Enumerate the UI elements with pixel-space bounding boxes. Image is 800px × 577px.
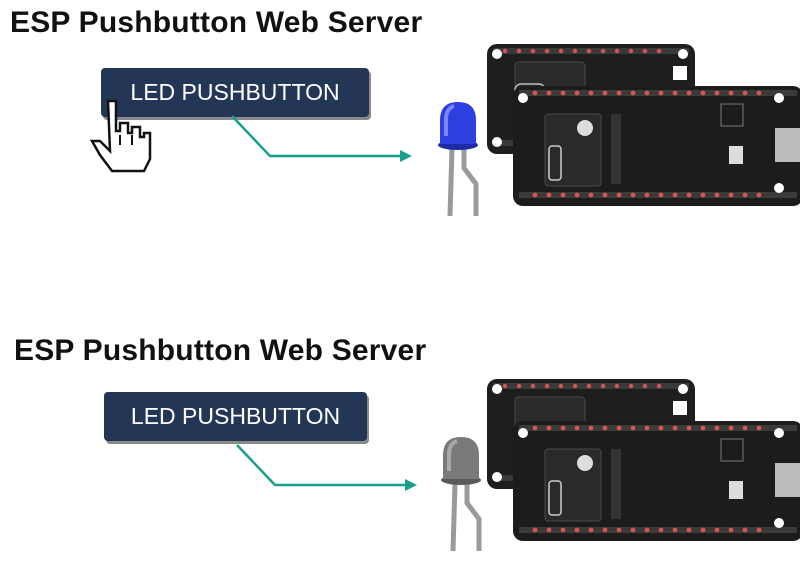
led-on-icon — [438, 102, 479, 217]
signal-arrow — [231, 115, 412, 162]
page-title: ESP Pushbutton Web Server — [14, 334, 427, 367]
esp32-board-icon — [487, 44, 800, 206]
panel-led-off: ESP Pushbutton Web Server LED PUSHBUTTON — [0, 279, 800, 558]
led-pushbutton[interactable]: LED PUSHBUTTON — [101, 68, 369, 117]
hand-pointer-icon — [89, 99, 152, 173]
page-title: ESP Pushbutton Web Server — [10, 6, 423, 39]
signal-arrow — [236, 444, 417, 491]
esp32-board-icon — [487, 379, 800, 541]
led-off-icon — [441, 437, 482, 552]
panel-led-on: ESP Pushbutton Web Server LED PUSHBUTTON — [0, 0, 800, 279]
led-pushbutton[interactable]: LED PUSHBUTTON — [104, 392, 367, 441]
